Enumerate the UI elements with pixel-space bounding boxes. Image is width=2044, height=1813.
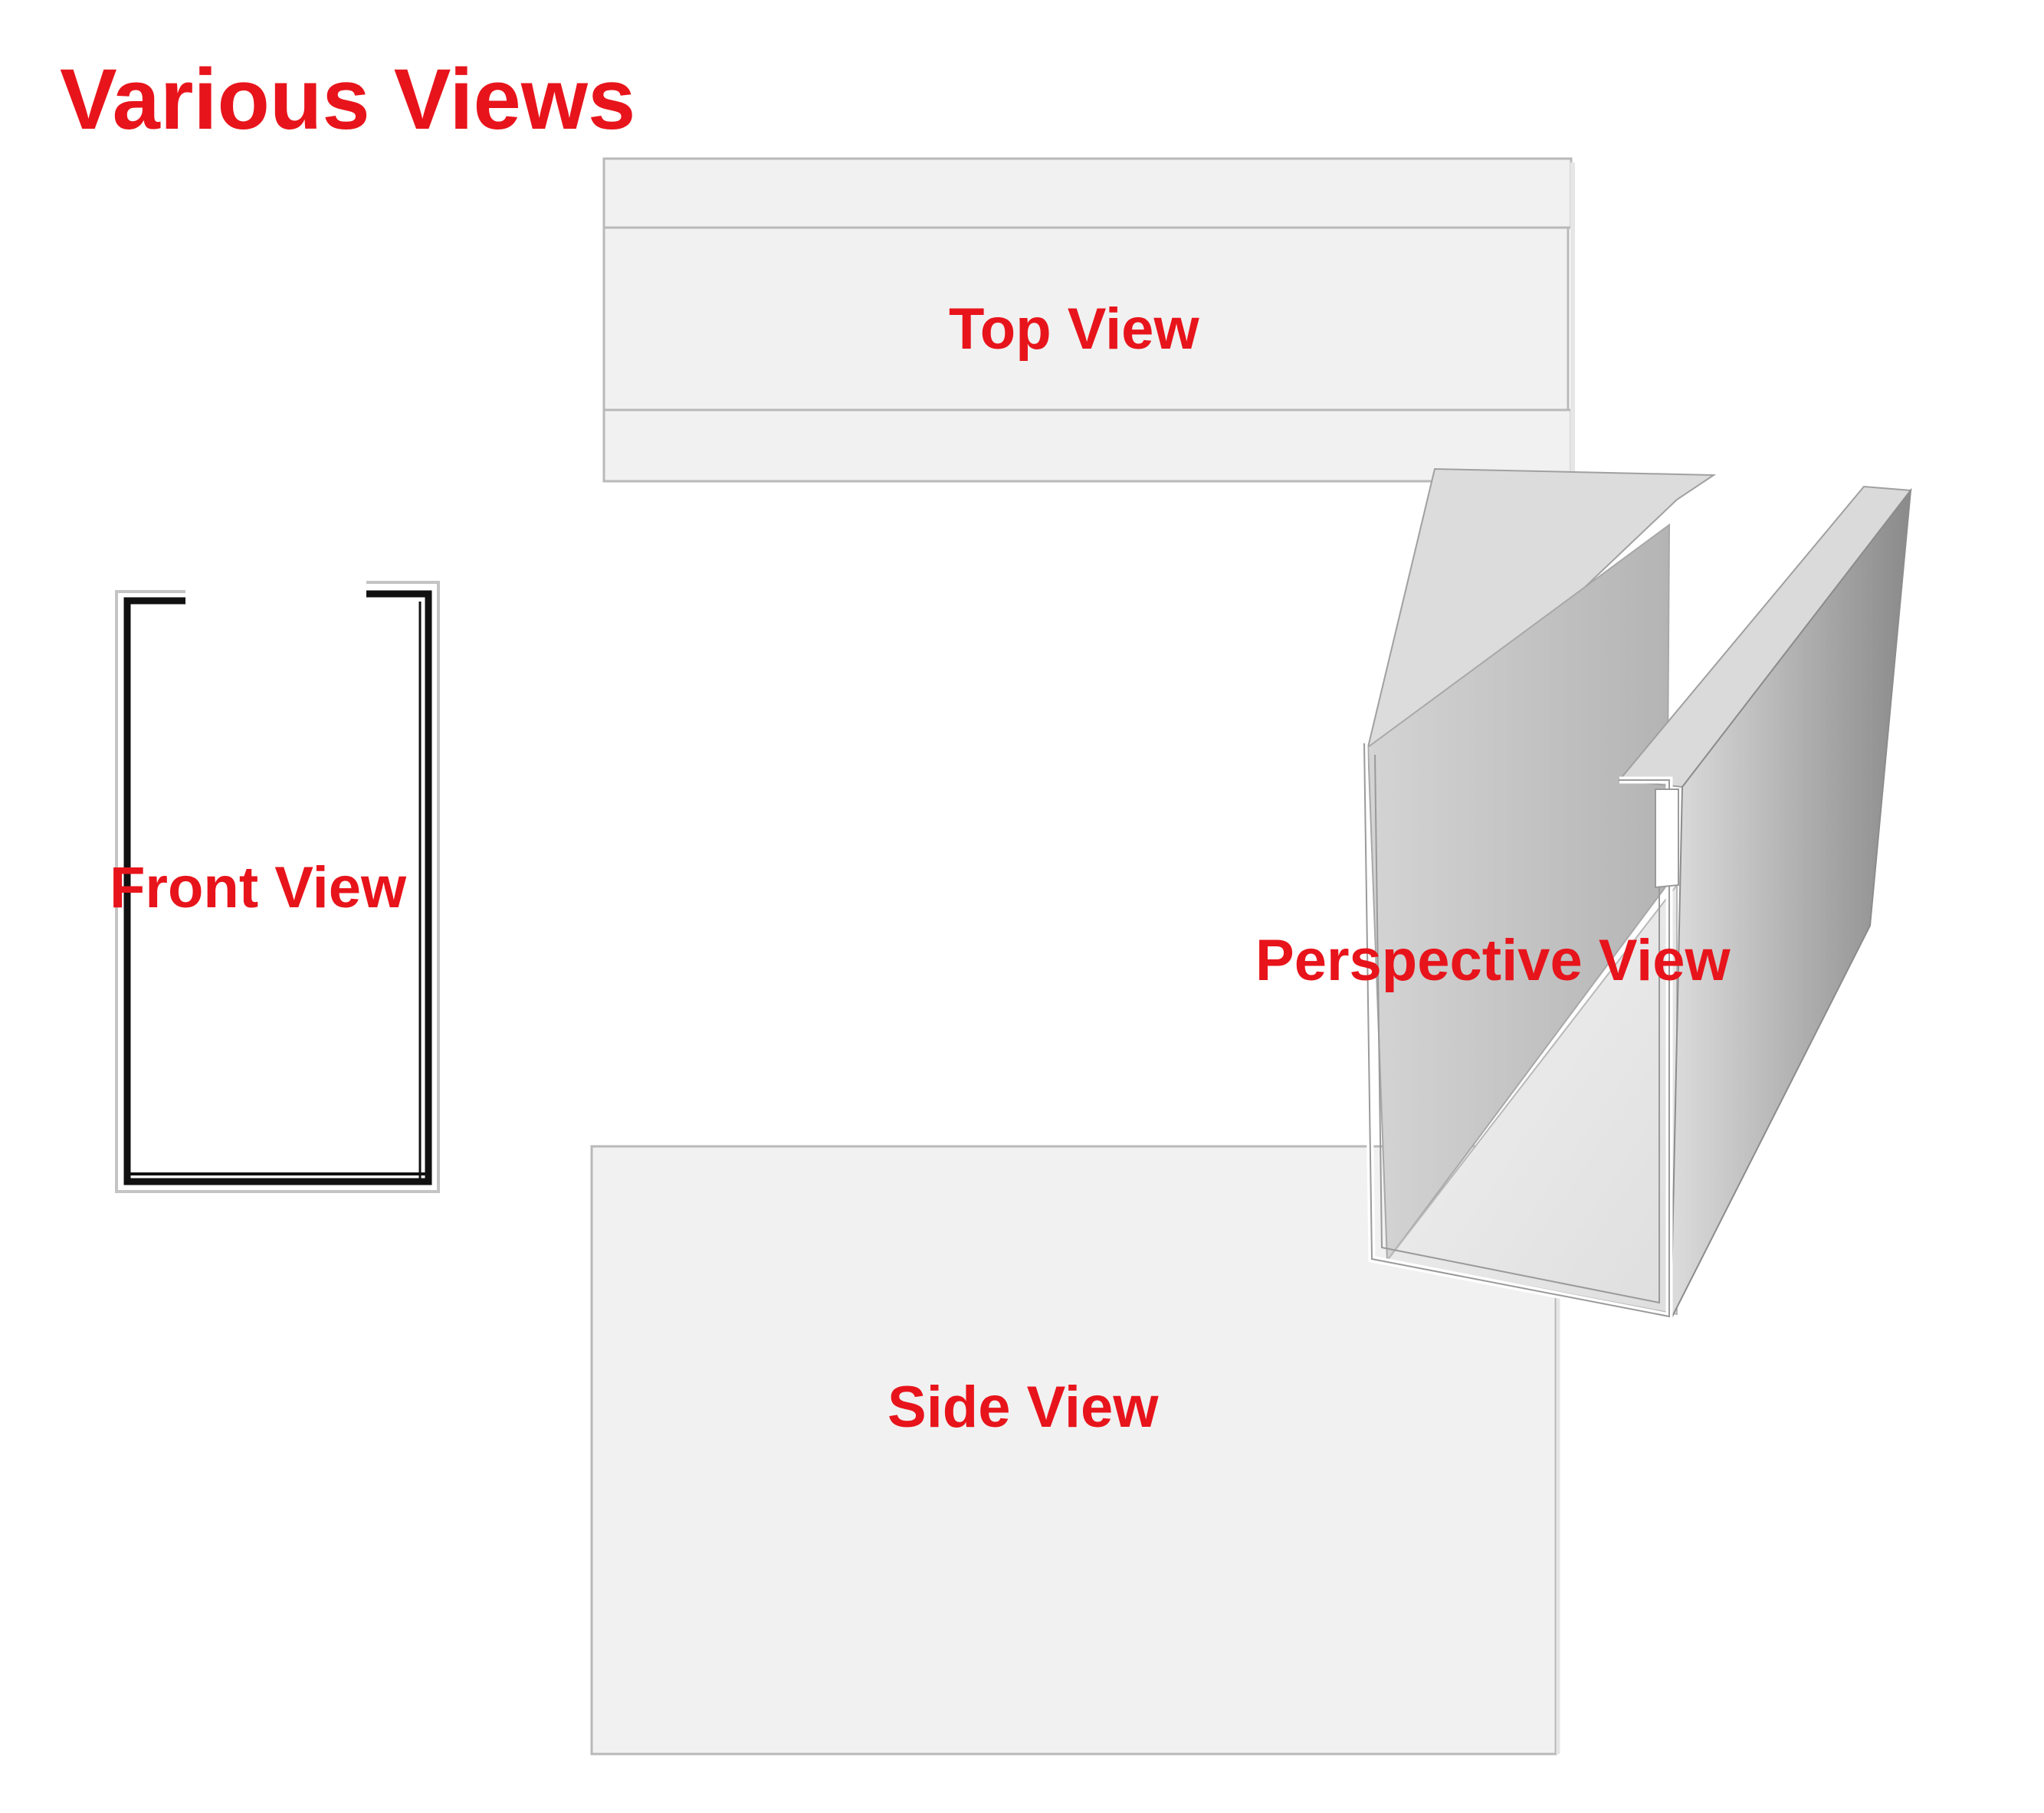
top-view-label: Top View	[949, 297, 1199, 362]
perspective-outer-wall	[1670, 487, 1912, 1320]
perspective-view-drawing	[1360, 467, 1912, 1321]
top-view-web	[602, 226, 1570, 411]
page-title: Various Views	[60, 51, 635, 147]
front-view-outer-outline	[115, 581, 440, 1193]
top-view-drawing	[602, 157, 1575, 483]
top-view-flange-lower	[602, 408, 1573, 483]
front-view-profile	[123, 590, 432, 1185]
side-view-label: Side View	[887, 1375, 1159, 1440]
top-view-flange-upper	[602, 157, 1573, 229]
front-view-drawing	[115, 581, 440, 1193]
perspective-view-label: Perspective View	[1255, 928, 1731, 993]
front-view-label: Front View	[110, 855, 407, 920]
